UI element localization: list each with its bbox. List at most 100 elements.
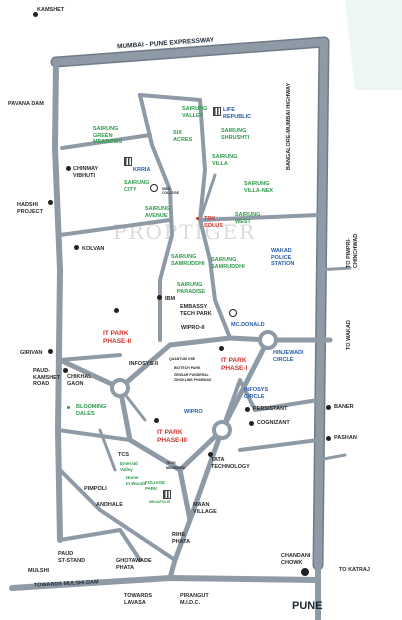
place-life-republic: LIFE REPUBLIC [223, 107, 252, 120]
kolvan-road [58, 218, 172, 237]
kamshet-dot [33, 12, 38, 17]
infosys-ii-circle [110, 378, 130, 398]
place-tata-tech: TATA TECHNOLOGY [211, 457, 250, 470]
rihe-road [167, 467, 193, 581]
project-sairung-valley: SAIRUNG VALLEY [182, 106, 208, 119]
place-mulshi: MULSHI [28, 568, 50, 574]
place-infosys-ii: INFOSYS-II [129, 361, 159, 367]
infosys-circle-road [220, 378, 257, 432]
project-sairung-west: SAIRUNG WEST [235, 212, 261, 225]
pimpoli-road [58, 468, 177, 562]
life-republic-building-icon [213, 107, 221, 116]
west-branch [60, 133, 152, 150]
it-phase-iii-dot [154, 418, 159, 423]
pune-label: PUNE [292, 600, 323, 612]
place-megapolis: MEGAPOLIS [149, 500, 171, 504]
place-pimpoli: PIMPOLI [84, 486, 107, 492]
blooming-dot [67, 406, 70, 409]
place-persistant: PERSISTANT [253, 406, 288, 412]
place-tcs: TCS [118, 452, 129, 458]
place-trk-solus: TRK SOLUS [204, 216, 223, 229]
place-shardul: ZENSAR PUNDERAL ZINCKLINE PHARMAS [174, 373, 212, 382]
place-infosys-circle: INFOSYS CIRCLE [244, 387, 269, 400]
tata-dot [208, 452, 213, 457]
pashan-dot [326, 436, 331, 441]
place-krria: KRRIA [133, 167, 151, 173]
mcdonald-pin [229, 309, 237, 317]
phase3-circle [212, 420, 232, 440]
baner-road [253, 398, 320, 412]
highway-road [314, 38, 328, 569]
place-cognizant: COGNIZANT [257, 420, 290, 426]
place-embassy: EMBASSY TECH PARK [180, 304, 212, 317]
place-chandani: CHANDANI CHOWK [281, 553, 311, 566]
girivan-dot [48, 349, 53, 354]
place-paud-st: PAUD ST-STAND [58, 551, 86, 564]
place-ibm: IBM [165, 296, 176, 302]
project-sairung-paradise: SAIRUNG PARADISE [177, 282, 206, 295]
western-road [52, 59, 63, 543]
place-to-katraj: TO KATRAJ [339, 567, 370, 573]
place-girivan: GIRIVAN [20, 350, 43, 356]
it-phase-ii-dot [114, 308, 119, 313]
hinjewadi-circle-ring [258, 330, 278, 350]
highway-label: BANGALORE-MUMBAI HIGHWAY [286, 82, 292, 170]
place-hinjewadi-circle: HINJEWADI CIRCLE [273, 350, 304, 363]
ibm-dot [157, 295, 162, 300]
place-pirangut: PIRANGUT M.I.D.C. [180, 593, 209, 606]
isbs-college-pin [150, 184, 158, 192]
megapolis-building-icon [163, 490, 171, 499]
chikhal-dot [63, 368, 68, 373]
project-sairung-shrushti: SAIRUNG SHRUSHTI [221, 128, 250, 141]
project-emerald-valley: Emerald Valley [120, 461, 138, 472]
place-hadshi: HADSHI PROJECT [17, 202, 43, 215]
expressway-road [52, 38, 328, 66]
project-sairung-samruddhi-b: SAIRUNG SAMRUDDHI [211, 257, 245, 270]
place-baner: BANER [334, 404, 354, 410]
place-mcdonald: Mc.DONALD [231, 322, 265, 328]
place-wakad-police: WAKAD POLICE STATION [271, 248, 295, 267]
place-rihe: RIHE PHATA [172, 532, 191, 545]
krria-building-icon [124, 157, 132, 166]
project-sairung-green: SAIRUNG GREEN MEADOWS [93, 126, 123, 145]
place-ghotawade: GHOTAWADE PHATA [116, 558, 152, 571]
south-west-road [56, 428, 132, 442]
top-right-tint [345, 0, 402, 90]
project-six-acres: SIX ACRES [173, 130, 193, 143]
place-it-phase-iii: IT PARK PHASE-III [157, 429, 187, 444]
place-lavasa: TOWARDS LAVASA [124, 593, 153, 606]
pashan-road [238, 438, 320, 452]
place-chinmay: CHINMAY VIBHUTI [73, 166, 99, 179]
place-to-wakad: TO WAKAD [346, 320, 352, 350]
chinmay-dot [66, 166, 71, 171]
trk-dot [196, 217, 199, 220]
place-chikhal: CHIKHAL GAON [67, 374, 92, 387]
kolvan-dot [74, 245, 79, 250]
place-pashan: PASHAN [334, 435, 357, 441]
place-andhale: ANDHALE [96, 502, 123, 508]
project-home-in-woods: Home In Woods [126, 475, 147, 486]
chandani-chowk-marker [301, 568, 309, 576]
place-paud-kamshet: PAUD- KAMSHET ROAD [33, 368, 61, 387]
place-tech-mahindra: TECH MAHINDRA [166, 461, 186, 470]
baner-dot [326, 405, 331, 410]
persistant-dot [245, 407, 250, 412]
west-link [57, 357, 123, 391]
south-road [117, 385, 225, 473]
place-it-phase-ii: IT PARK PHASE-II [103, 330, 132, 345]
place-kolvan: KOLVAN [82, 246, 105, 252]
hadshi-dot [48, 200, 53, 205]
project-blooming-dales: BLOOMING DALES [76, 404, 107, 417]
place-kamshet: KAMSHET [37, 7, 65, 13]
girivan-road [58, 353, 122, 362]
place-quantum: QUANTUM OSE [169, 357, 196, 361]
east-branch [198, 213, 320, 222]
place-it-phase-i: IT PARK PHASE-I [221, 357, 248, 372]
place-pavana-dam: PAVANA DAM [8, 101, 44, 107]
place-wipro: WIPRO [184, 409, 203, 415]
it-phase-i-dot [219, 346, 224, 351]
project-sairung-avenue: SAIRUNG AVENUE [145, 206, 171, 219]
north-connector [138, 93, 202, 102]
project-sairung-villa-nex: SAIRUNG VILLA-NEX [244, 181, 274, 194]
